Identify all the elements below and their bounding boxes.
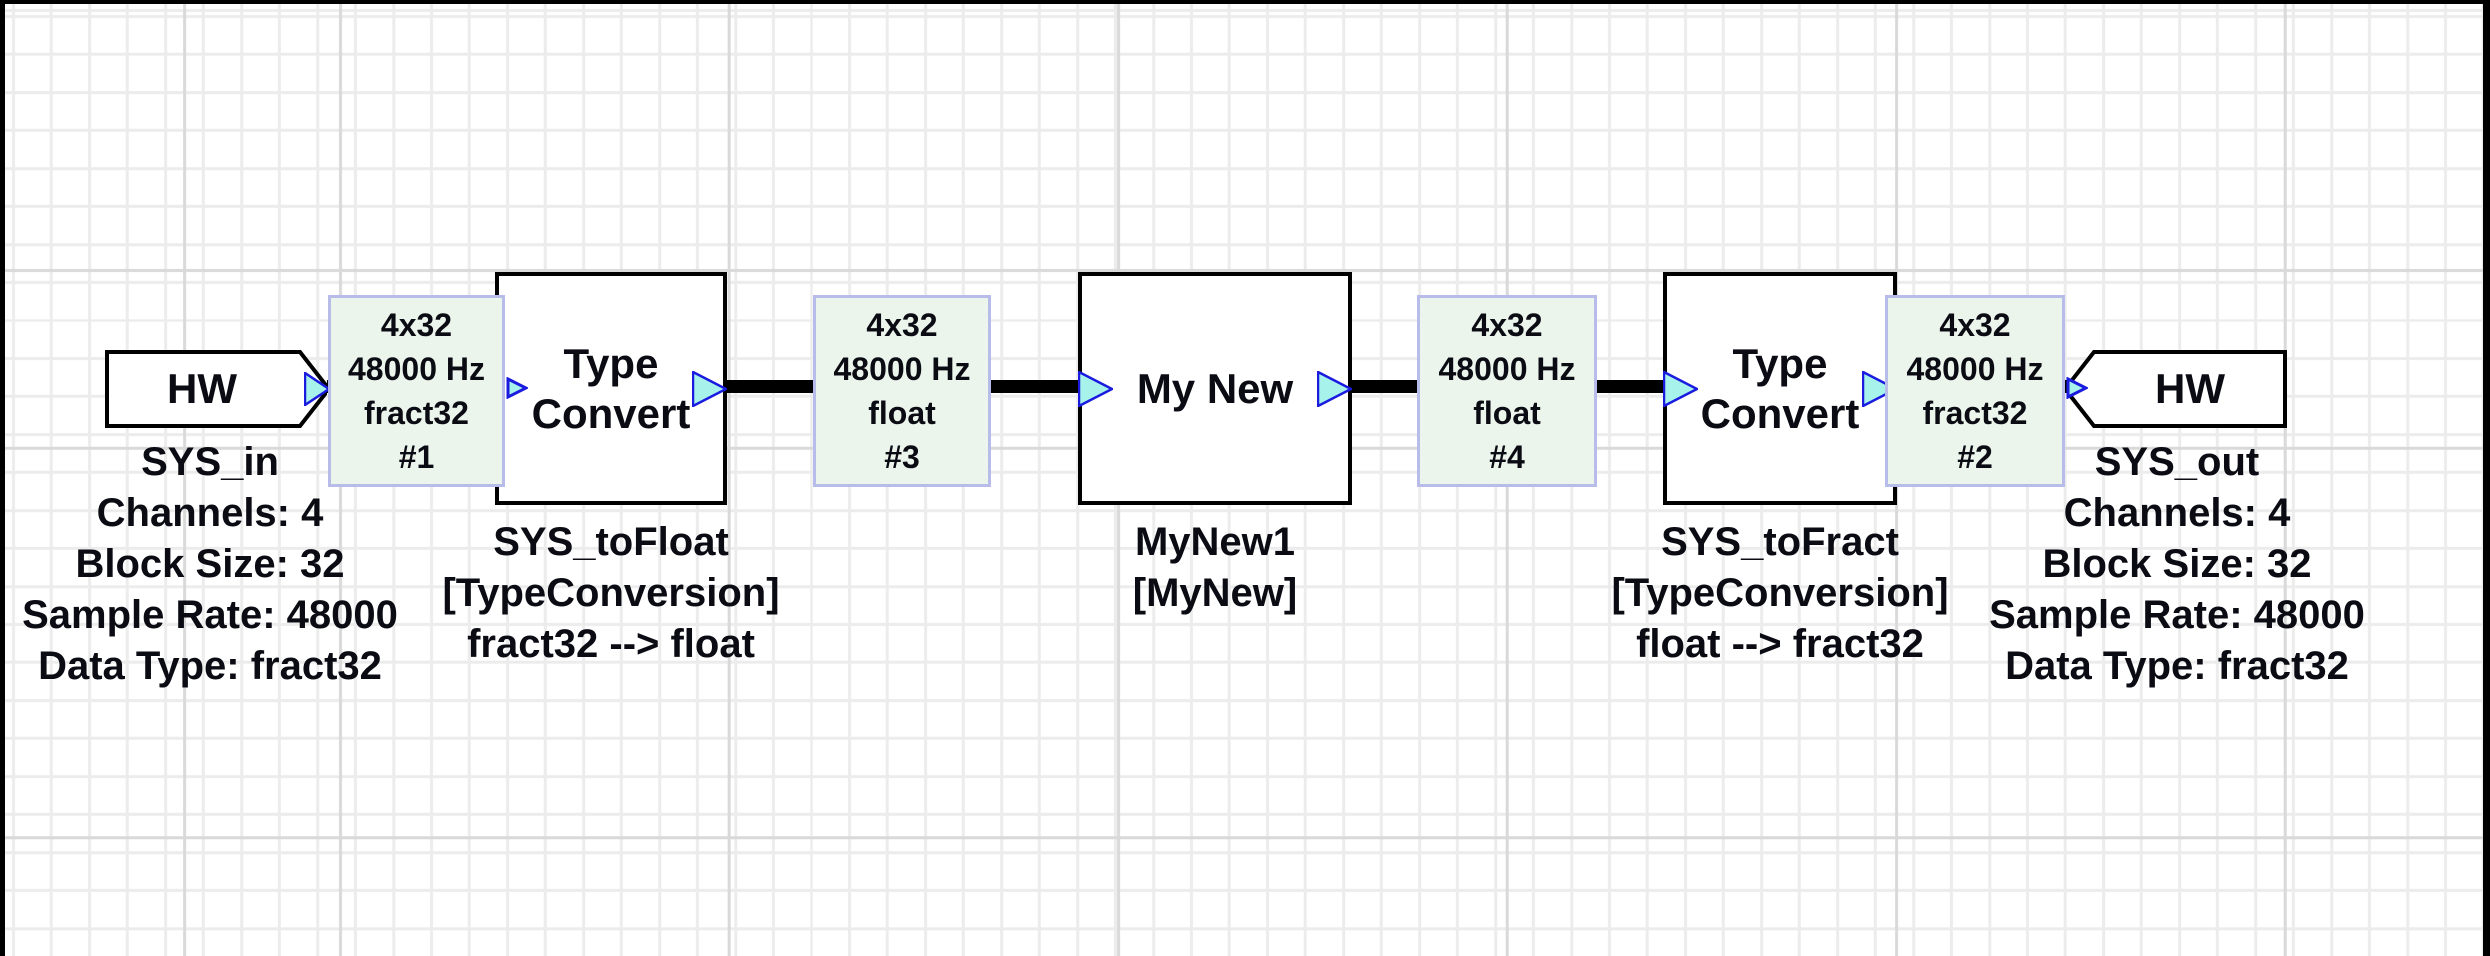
wire-buffer-id: #3 (884, 439, 920, 475)
wire-sample-rate: 48000 Hz (348, 351, 485, 387)
wire-buffer-id: #1 (398, 439, 435, 475)
block-info-line: Data Type: fract32 (38, 644, 382, 688)
wire-buffer-id: #2 (1957, 439, 1993, 475)
block-class-name: [TypeConversion] (442, 571, 780, 615)
wire-dimensions: 4x32 (380, 307, 453, 343)
block-info-line: Data Type: fract32 (2005, 644, 2349, 688)
output-pin-icon[interactable] (304, 372, 330, 406)
block-instance-name: SYS_toFloat (493, 520, 729, 564)
block-sys-in[interactable]: HW (105, 350, 327, 428)
block-title: My New (1136, 364, 1294, 412)
block-instance-name: SYS_out (2094, 440, 2260, 484)
block-info-line: Channels: 4 (2063, 491, 2291, 535)
window-border (0, 0, 2490, 4)
wire-data-type: fract32 (364, 395, 469, 431)
block-sys-tofract[interactable]: Type Convert (1663, 272, 1897, 505)
block-info-line: Channels: 4 (96, 491, 324, 535)
wire-info-box-1[interactable]: 4x32 48000 Hz fract32 #1 (328, 295, 505, 487)
block-sys-out[interactable]: HW (2067, 350, 2287, 428)
block-info-sys-tofloat: SYS_toFloat [TypeConversion] fract32 -->… (421, 517, 801, 670)
wire-data-type: float (1473, 395, 1541, 431)
block-info-sys-in: SYS_in Channels: 4 Block Size: 32 Sample… (15, 437, 405, 692)
block-info-line: Block Size: 32 (2042, 542, 2312, 586)
block-info-line: Block Size: 32 (75, 542, 345, 586)
hw-pentagon-shape (105, 350, 327, 428)
wire-data-type: fract32 (1922, 395, 2028, 431)
wire-data-type: float (868, 395, 936, 431)
block-conversion-label: fract32 --> float (467, 622, 755, 666)
block-instance-name: SYS_toFract (1661, 520, 1899, 564)
wire-sample-rate: 48000 Hz (1438, 351, 1576, 387)
wire-dimensions: 4x32 (866, 307, 938, 343)
window-border (2483, 0, 2490, 956)
wire-arrowhead-icon (1663, 371, 1698, 407)
block-instance-name: SYS_in (141, 440, 279, 484)
block-title: HW (167, 365, 237, 412)
block-class-name: [TypeConversion] (1611, 571, 1949, 615)
window-border (0, 0, 5, 956)
wire-arrowhead-icon (1078, 371, 1113, 407)
block-title: HW (2155, 365, 2225, 412)
block-info-line: Sample Rate: 48000 (1989, 593, 2365, 637)
wire-info-box-3[interactable]: 4x32 48000 Hz float #3 (813, 295, 991, 487)
wire-buffer-id: #4 (1489, 439, 1525, 475)
wire-info-box-4[interactable]: 4x32 48000 Hz float #4 (1417, 295, 1597, 487)
wire-info-box-2[interactable]: 4x32 48000 Hz fract32 #2 (1885, 295, 2065, 487)
wire-dimensions: 4x32 (1471, 307, 1543, 343)
block-title: Type Convert (531, 339, 691, 437)
block-info-sys-out: SYS_out Channels: 4 Block Size: 32 Sampl… (1982, 437, 2372, 692)
block-conversion-label: float --> fract32 (1636, 622, 1924, 666)
block-title: Type Convert (1700, 339, 1860, 437)
block-info-mynew1: MyNew1 [MyNew] (1065, 517, 1365, 619)
block-info-sys-tofract: SYS_toFract [TypeConversion] float --> f… (1570, 517, 1990, 670)
input-pin-icon[interactable] (2066, 377, 2088, 399)
wire-sample-rate: 48000 Hz (833, 351, 971, 387)
output-pin-icon[interactable] (1317, 371, 1352, 407)
output-pin-icon[interactable] (692, 371, 727, 407)
output-pin-icon[interactable] (1862, 371, 1897, 407)
input-pin-icon[interactable] (506, 377, 528, 399)
wire-dimensions: 4x32 (1939, 307, 2011, 343)
block-mynew1[interactable]: My New (1078, 272, 1352, 505)
block-instance-name: MyNew1 (1134, 520, 1296, 564)
wire-sample-rate: 48000 Hz (1906, 351, 2044, 387)
block-class-name: [MyNew] (1132, 571, 1298, 615)
block-info-line: Sample Rate: 48000 (22, 593, 398, 637)
